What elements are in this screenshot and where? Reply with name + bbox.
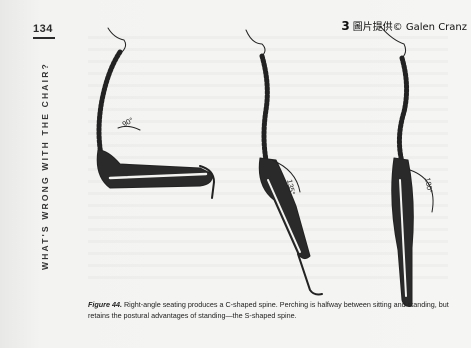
standing-spine xyxy=(399,58,406,162)
seated-angle-arc xyxy=(118,126,140,130)
caption-label: Figure 44. xyxy=(88,300,122,309)
seated-head-outline xyxy=(108,28,126,52)
perching-figure xyxy=(246,30,322,295)
perching-thigh xyxy=(259,158,310,259)
seated-thigh xyxy=(97,150,212,188)
standing-head-outline xyxy=(380,26,406,58)
standing-figure xyxy=(380,26,433,306)
perching-head-outline xyxy=(246,30,265,56)
perching-spine xyxy=(262,56,267,160)
seated-figure xyxy=(97,28,214,198)
perching-lower-leg xyxy=(298,254,322,295)
angle-label-180: 180° xyxy=(423,177,435,194)
caption-text: Right-angle seating produces a C-shaped … xyxy=(88,300,449,320)
figure-caption: Figure 44. Right-angle seating produces … xyxy=(88,299,458,321)
